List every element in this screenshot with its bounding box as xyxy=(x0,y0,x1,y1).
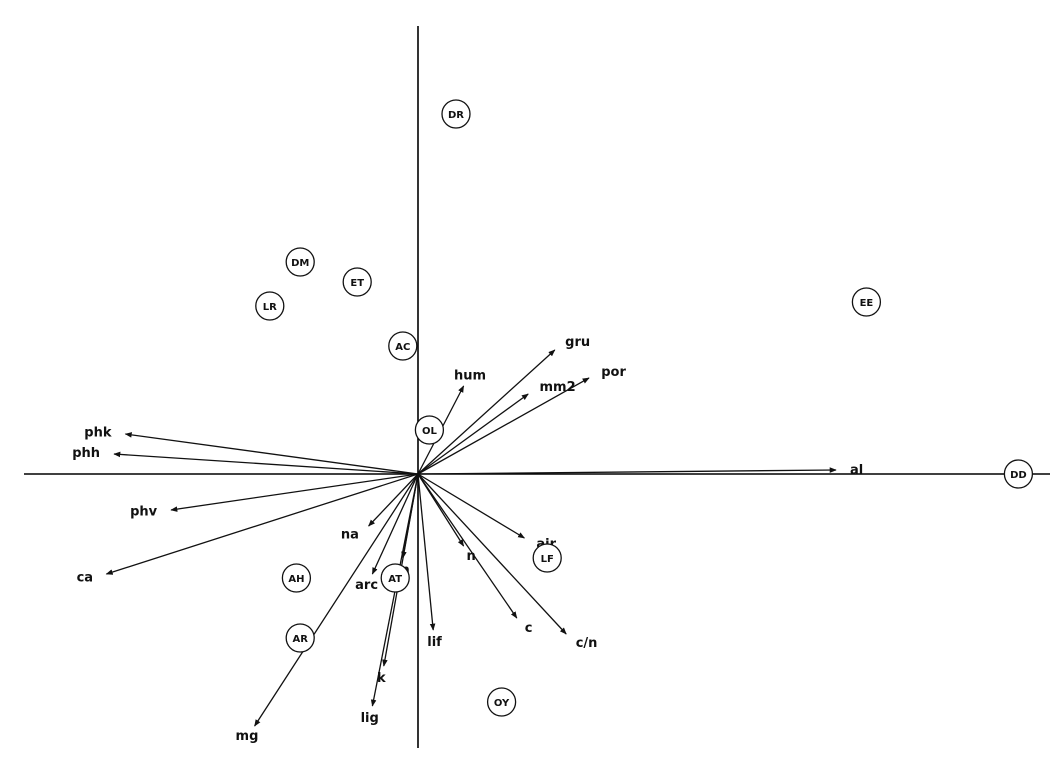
vector-mm2 xyxy=(417,393,529,475)
site-marker-dr xyxy=(441,99,471,129)
site-marker-ee xyxy=(851,287,882,317)
vector-label-mm2: mm2 xyxy=(540,380,576,395)
vector-label-al: al xyxy=(850,463,863,478)
site-marker-dm xyxy=(285,247,315,277)
vector-por xyxy=(417,377,590,475)
vector-air xyxy=(417,473,525,539)
site-marker-lf xyxy=(532,543,562,573)
vector-label-na: na xyxy=(341,528,359,543)
vector-label-lig: lig xyxy=(361,711,379,726)
site-markers: DR DM ET LR EE AC OL DD LF AH AT AR OY xyxy=(255,99,1034,717)
vector-label-ca: ca xyxy=(77,571,93,586)
site-label-ac: AC xyxy=(395,342,410,353)
site-label-ar: AR xyxy=(292,634,308,645)
site-marker-ah xyxy=(281,563,312,593)
vector-gru xyxy=(417,349,556,475)
vector-phv xyxy=(170,473,419,512)
site-label-dr: DR xyxy=(448,110,464,121)
site-marker-et xyxy=(342,267,372,297)
site-marker-oy xyxy=(486,687,517,717)
site-marker-ac xyxy=(388,331,418,361)
vector-mg xyxy=(254,473,419,727)
vector-label-phk: phk xyxy=(84,425,112,440)
site-label-ee: EE xyxy=(860,298,874,309)
vector-label-gru: gru xyxy=(565,335,590,350)
site-marker-ar xyxy=(285,623,315,653)
site-label-ol: OL xyxy=(422,426,438,437)
vector-label-lif: lif xyxy=(427,635,442,650)
site-label-et: ET xyxy=(350,278,364,289)
site-marker-at xyxy=(380,563,410,593)
site-label-lf: LF xyxy=(541,554,554,565)
site-label-oy: OY xyxy=(494,698,510,709)
vector-label-hum: hum xyxy=(454,368,486,383)
site-label-dm: DM xyxy=(291,258,309,269)
site-label-at: AT xyxy=(388,574,402,585)
vector-ca xyxy=(105,473,419,575)
site-label-ah: AH xyxy=(288,574,304,585)
vector-label-c: c xyxy=(525,621,533,636)
vector-label-arc: arc xyxy=(355,578,378,593)
vector-phh xyxy=(113,451,419,475)
vector-label-por: por xyxy=(601,365,626,380)
vector-label-mg: mg xyxy=(236,729,259,744)
vector-na xyxy=(368,473,419,527)
vector-label-n: n xyxy=(466,549,475,564)
vector-al xyxy=(417,467,837,475)
site-marker-dd xyxy=(1003,459,1034,489)
vector-label-phv: phv xyxy=(130,505,158,520)
vector-c xyxy=(417,473,518,619)
vector-phk xyxy=(124,432,419,475)
vector-label-c-n: c/n xyxy=(576,636,598,651)
vector-label-phh: phh xyxy=(72,446,100,461)
vector-label-k: k xyxy=(377,671,386,686)
site-label-dd: DD xyxy=(1010,470,1027,481)
site-marker-lr xyxy=(255,291,285,321)
vector-lif xyxy=(417,473,436,631)
variable-vectors: grupormm2humphkphhphvcaalnafinarckliglif… xyxy=(72,335,863,744)
site-marker-ol xyxy=(414,415,445,445)
vector-c-n xyxy=(417,473,567,635)
vector-arc xyxy=(371,473,419,575)
site-label-lr: LR xyxy=(263,302,277,313)
